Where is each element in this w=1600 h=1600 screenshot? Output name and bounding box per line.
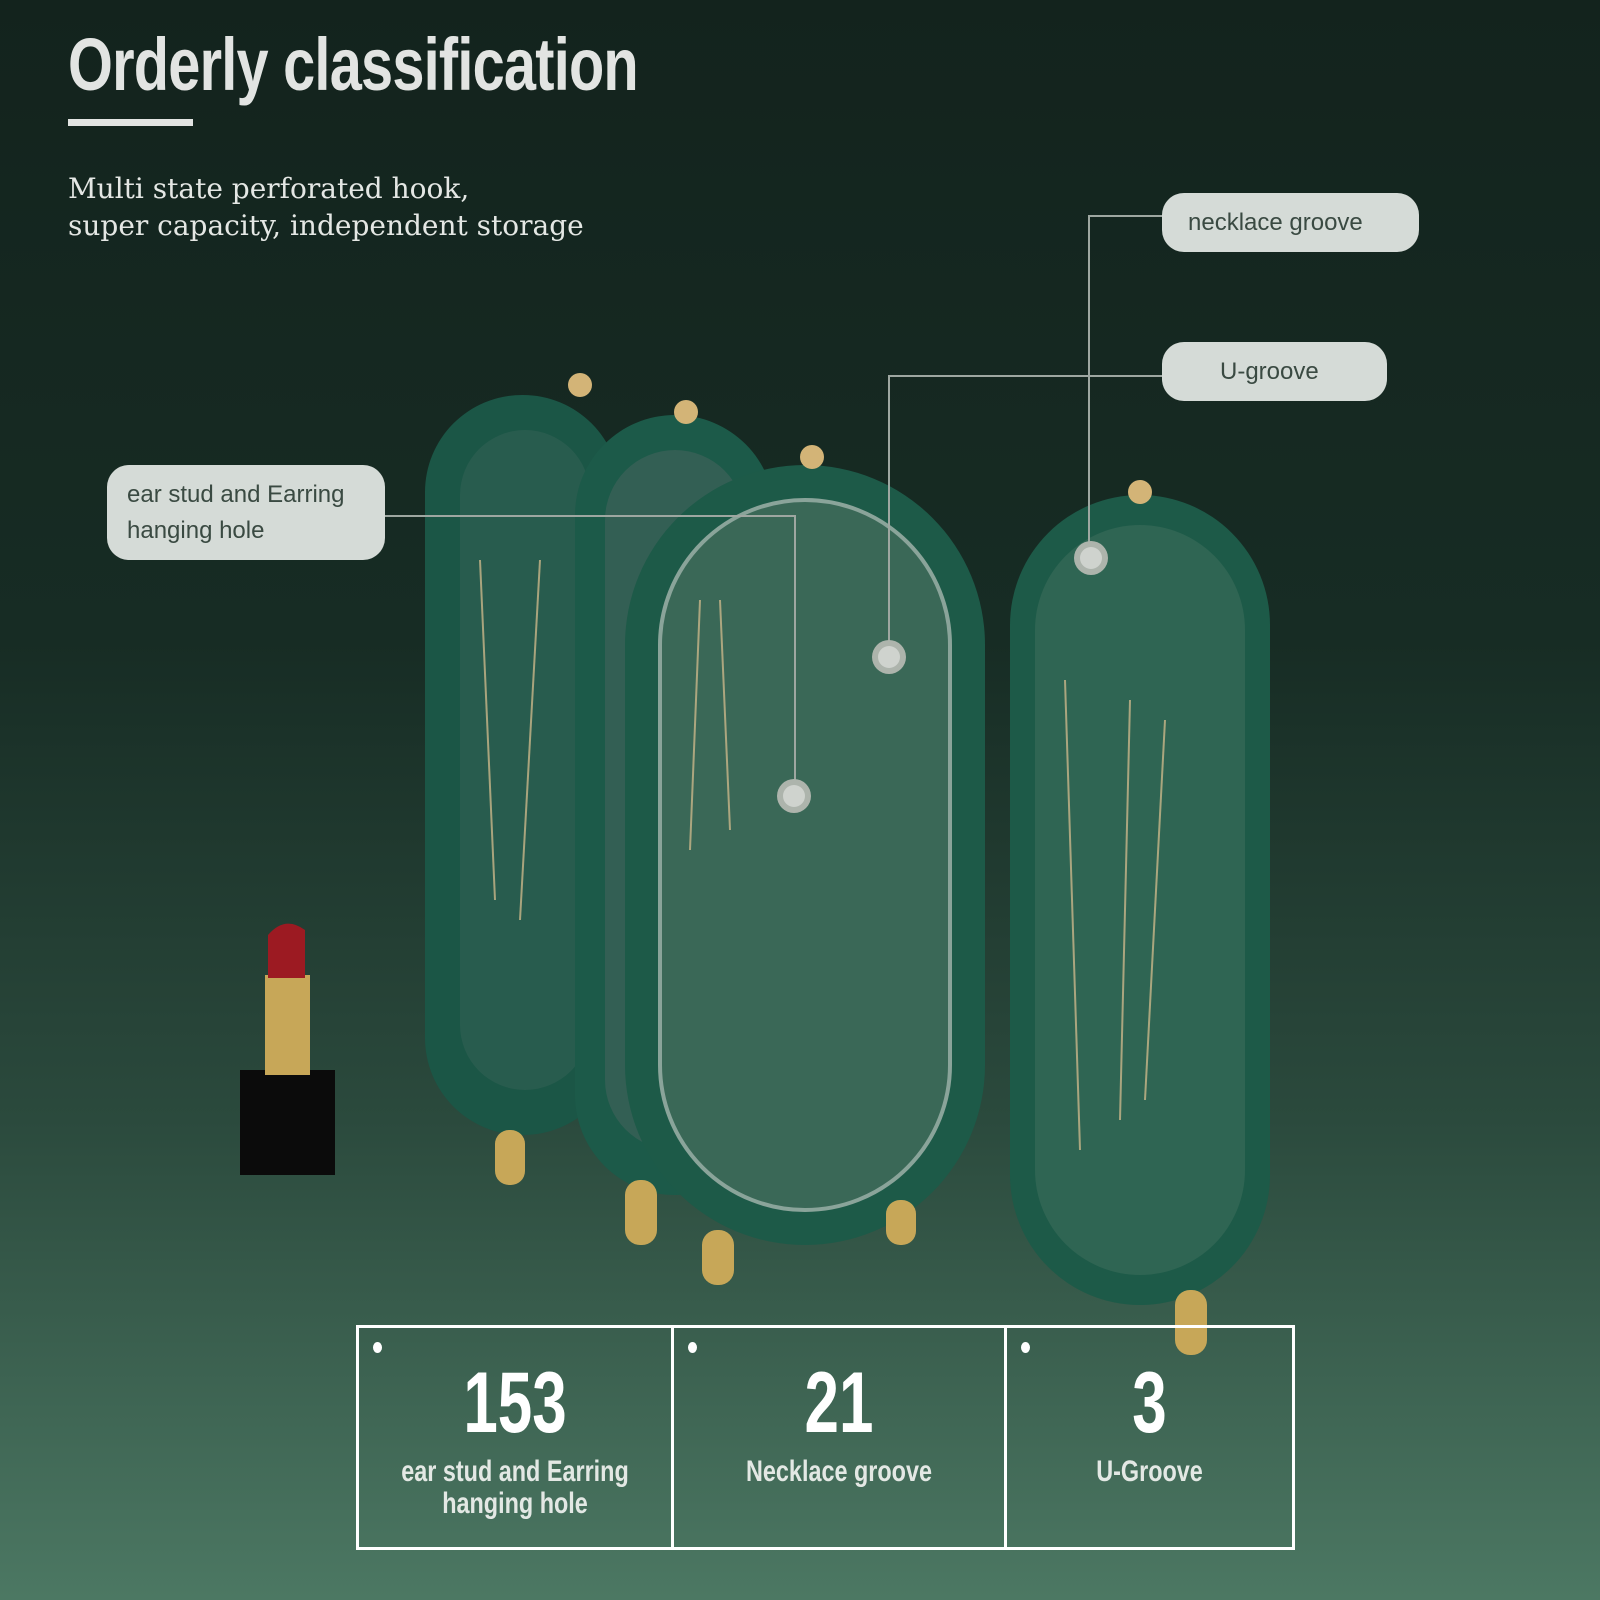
bullet-icon (1021, 1342, 1030, 1353)
callout-u-groove: U-groove (1162, 342, 1387, 401)
subtitle-line-2: super capacity, independent storage (68, 209, 584, 242)
callout-ear-line-1: ear stud and Earring (127, 480, 345, 508)
callout-necklace-groove: necklace groove (1162, 193, 1419, 252)
stat-value: 21 (804, 1355, 874, 1451)
callout-ear-stud: ear stud and Earring hanging hole (107, 465, 385, 560)
bullet-icon (688, 1342, 697, 1353)
page-title: Orderly classification (68, 23, 639, 106)
bullet-icon (373, 1342, 382, 1353)
u-groove-marker (872, 640, 906, 674)
stat-label: U-Groove (1096, 1455, 1203, 1488)
stat-label: Necklace groove (745, 1455, 933, 1488)
subtitle-line-1: Multi state perforated hook, (68, 172, 470, 205)
subtitle: Multi state perforated hook, super capac… (68, 170, 584, 244)
stats-table: 153 ear stud and Earring hanging hole 21… (356, 1325, 1295, 1550)
stat-label: ear stud and Earring (401, 1455, 629, 1488)
earring-hole-marker (777, 779, 811, 813)
stat-earring-holes: 153 ear stud and Earring hanging hole (359, 1328, 674, 1547)
callout-ear-line-2: hanging hole (127, 516, 265, 544)
necklace-groove-marker (1074, 541, 1108, 575)
lipstick-image (240, 923, 335, 1175)
stat-value: 3 (1132, 1355, 1167, 1451)
title-underline (68, 119, 193, 126)
stat-necklace-groove: 21 Necklace groove (674, 1328, 1007, 1547)
stat-u-groove: 3 U-Groove (1007, 1328, 1292, 1547)
stat-label-2: hanging hole (442, 1487, 588, 1520)
stat-value: 153 (463, 1355, 567, 1451)
